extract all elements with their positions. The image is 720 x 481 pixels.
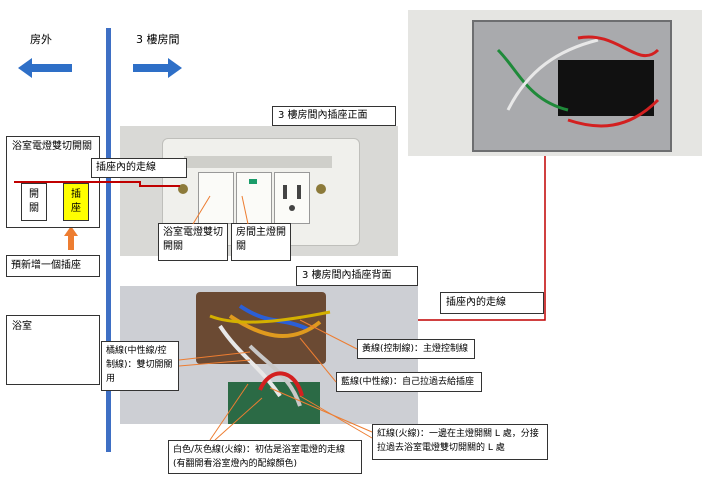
bathroom-box: 浴室 <box>6 315 100 385</box>
indicator-light-icon <box>249 179 257 184</box>
outlet-label: 插座 <box>71 189 81 214</box>
callout-bath-switch: 浴室電燈雙切開關 <box>163 227 223 252</box>
callout-bath-switch-box: 浴室電燈雙切開關 <box>158 223 228 261</box>
screw-icon <box>178 184 188 194</box>
right-arrow-icon <box>133 58 182 78</box>
planned-outlet-note-box: 預新增一個插座 <box>6 255 100 277</box>
callout-yellow: 黃線(控制線)：主燈控制線 <box>362 344 469 354</box>
callout-orange: 橘線(中性線/控制線)：雙切開關用 <box>106 346 173 384</box>
bath-switch-box-title: 浴室電燈雙切開關 <box>12 141 92 152</box>
room-label: 3 樓房間 <box>136 33 180 46</box>
outside-label: 房外 <box>30 33 52 46</box>
callout-yellow-box: 黃線(控制線)：主燈控制線 <box>357 339 475 359</box>
room-divider-line <box>106 28 111 452</box>
planned-outlet-note: 預新增一個插座 <box>11 260 81 271</box>
front-wiring-label-box: 插座內的走線 <box>91 158 187 178</box>
faceplate-top-frame <box>184 156 332 168</box>
up-arrow-icon <box>64 226 78 250</box>
front-photo-title-box: 3 樓房間內插座正面 <box>272 106 396 126</box>
screw-icon <box>316 184 326 194</box>
bathroom-label: 浴室 <box>12 321 32 332</box>
breaker-switches <box>558 60 654 116</box>
back-photo-title: 3 樓房間內插座背面 <box>302 270 392 281</box>
breaker-box-photo <box>408 10 702 156</box>
front-photo-title: 3 樓房間內插座正面 <box>278 110 368 121</box>
breaker-wires <box>496 35 660 128</box>
callout-white-box: 白色/灰色線(火線)：初估是浴室電燈的走線(有翻開看浴室燈內的配線顏色) <box>168 440 362 474</box>
callout-main-switch: 房間主燈開關 <box>236 227 286 252</box>
callout-main-switch-box: 房間主燈開關 <box>231 223 291 261</box>
callout-blue: 藍線(中性線)：自己拉過去給插座 <box>341 377 475 387</box>
bath-switch-key <box>198 172 234 224</box>
callout-blue-box: 藍線(中性線)：自己拉過去給插座 <box>336 372 482 392</box>
front-wiring-label: 插座內的走線 <box>96 162 156 173</box>
main-switch-key <box>236 172 272 224</box>
breaker-wiring-label: 插座內的走線 <box>446 297 506 308</box>
breaker-wiring-label-box: 插座內的走線 <box>440 292 544 314</box>
power-outlet-icon <box>274 172 310 224</box>
outlet-icon: 插座 <box>63 183 89 221</box>
callout-orange-box: 橘線(中性線/控制線)：雙切開關用 <box>101 341 179 391</box>
callout-red: 紅線(火線)：一邊在主燈開關 L 處，分接拉過去浴室電燈雙切開關的 L 處 <box>377 429 539 453</box>
left-arrow-icon <box>18 58 72 78</box>
bath-switch-box: 浴室電燈雙切開關 開關 插座 <box>6 136 100 228</box>
callout-white: 白色/灰色線(火線)：初估是浴室電燈的走線(有翻開看浴室燈內的配線顏色) <box>173 445 346 469</box>
callout-red-box: 紅線(火線)：一邊在主燈開關 L 處，分接拉過去浴室電燈雙切開關的 L 處 <box>372 424 548 460</box>
back-photo-title-box: 3 樓房間內插座背面 <box>296 266 418 286</box>
switch-label: 開關 <box>29 189 39 214</box>
switch-icon: 開關 <box>21 183 47 221</box>
